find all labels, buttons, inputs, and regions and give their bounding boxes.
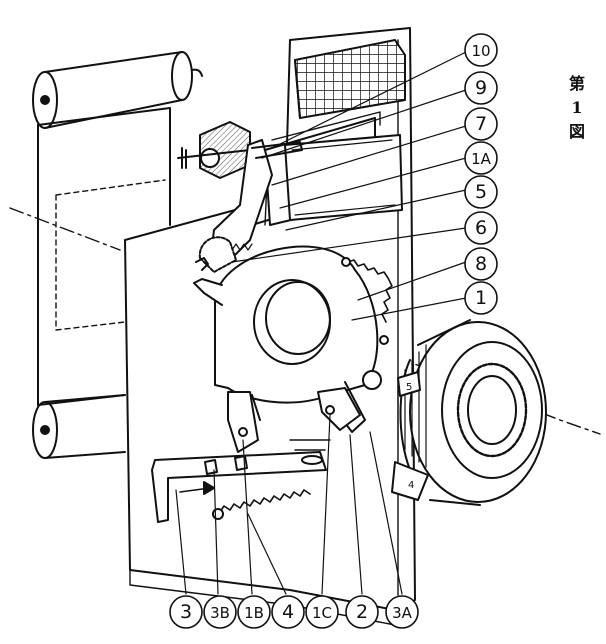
callout-label: 2: [356, 601, 368, 623]
film-spool-top: [32, 51, 203, 129]
callout-3b: 3B: [203, 595, 237, 629]
callout-circle: [203, 595, 237, 629]
electromagnet-coil: [177, 121, 251, 179]
figure-title-char-2: 1: [571, 98, 583, 117]
callout-circle: [464, 141, 498, 175]
callout-circle: [464, 175, 498, 209]
callout-label: 3A: [392, 604, 413, 622]
callout-1b: 1B: [237, 595, 271, 629]
callout-9: 9: [464, 71, 498, 105]
callout-3: 3: [169, 595, 203, 629]
callout-circle: [464, 247, 498, 281]
figure-title: 第 1 図: [562, 72, 592, 144]
callout-circle: [271, 595, 305, 629]
callout-1c: 1C: [305, 595, 339, 629]
base-slots: [289, 439, 331, 465]
callout-circle: [464, 71, 498, 105]
callout-circle: [237, 595, 271, 629]
lens-barrel: [362, 319, 547, 506]
shutter-ring-1: [193, 245, 379, 433]
callout-label: 5: [475, 181, 487, 203]
callouts-right: 10 9 7 1A 5 6 8 1: [464, 33, 498, 315]
callout-label: 1A: [471, 150, 492, 168]
callout-label: 7: [475, 113, 487, 135]
callout-label: 4: [282, 601, 294, 623]
callout-label: 1B: [244, 604, 264, 622]
callout-2: 2: [345, 595, 379, 629]
callout-circle: [464, 281, 498, 315]
slide-bar-3: [151, 451, 327, 523]
ring-mark-label: 5: [406, 382, 412, 393]
callout-leaders-bottom: [175, 414, 403, 595]
figure-title-char-1: 第: [568, 74, 585, 93]
grid-screen: [294, 39, 406, 119]
callout-leaders-right: [231, 51, 467, 321]
callout-circle: [464, 33, 498, 67]
callout-7: 7: [464, 107, 498, 141]
bracket-mark-label: 4: [408, 480, 414, 491]
gear-sector-6: [195, 236, 237, 273]
callout-circle: [464, 107, 498, 141]
callout-3a: 3A: [385, 595, 419, 629]
callout-circle: [305, 595, 339, 629]
tension-spring-8: [341, 257, 393, 345]
callout-label: 1C: [312, 604, 332, 622]
lever-1c: [317, 387, 361, 431]
figure-title-char-3: 図: [568, 122, 585, 141]
callout-6: 6: [464, 211, 498, 245]
callout-8: 8: [464, 247, 498, 281]
callout-label: 10: [471, 42, 490, 60]
callout-5: 5: [464, 175, 498, 209]
film-band: [37, 107, 171, 406]
callout-1: 1: [464, 281, 498, 315]
callout-4: 4: [271, 595, 305, 629]
lever-1b: [227, 391, 259, 453]
callout-circle: [169, 595, 203, 629]
callout-label: 3: [180, 601, 192, 623]
callout-1a: 1A: [464, 141, 498, 175]
callouts-bottom: 3 3B 1B 4 1C 2 3A: [169, 595, 419, 629]
callout-circle: [385, 595, 419, 629]
callout-10: 10: [464, 33, 498, 67]
film-spool-bottom: [32, 394, 126, 459]
callout-label: 9: [475, 77, 487, 99]
callout-label: 6: [475, 217, 487, 239]
callout-label: 1: [475, 287, 487, 309]
callout-circle: [345, 595, 379, 629]
callout-circle: [464, 211, 498, 245]
callout-label: 3B: [210, 604, 230, 622]
callout-label: 8: [475, 253, 487, 275]
